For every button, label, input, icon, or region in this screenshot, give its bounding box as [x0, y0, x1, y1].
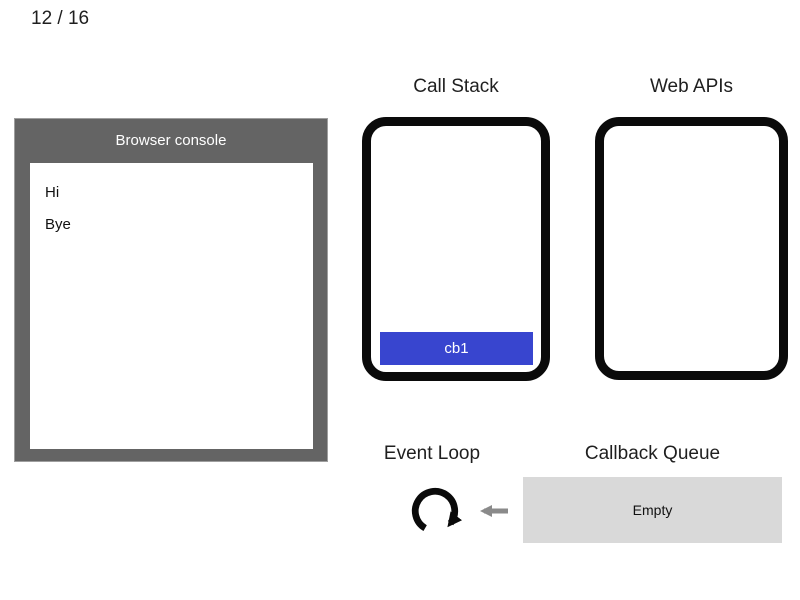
event-loop-icon — [408, 484, 463, 543]
web-apis-box — [595, 117, 788, 380]
slide-counter: 12 / 16 — [31, 8, 90, 29]
web-apis-title: Web APIs — [649, 76, 734, 97]
call-stack-title: Call Stack — [413, 76, 499, 97]
event-loop-title: Event Loop — [383, 443, 481, 464]
callback-queue-status: Empty — [632, 502, 673, 518]
stack-frame: cb1 — [380, 332, 533, 365]
console-log-line: Bye — [45, 216, 71, 233]
callback-queue-box: Empty — [523, 477, 782, 543]
browser-console-output: Hi Bye — [30, 163, 313, 449]
browser-console-title: Browser console — [115, 132, 227, 149]
browser-console: Browser console Hi Bye — [14, 118, 328, 462]
callback-queue-title: Callback Queue — [584, 443, 721, 464]
queue-to-loop-arrow-icon — [474, 501, 510, 526]
console-log-line: Hi — [45, 184, 60, 201]
